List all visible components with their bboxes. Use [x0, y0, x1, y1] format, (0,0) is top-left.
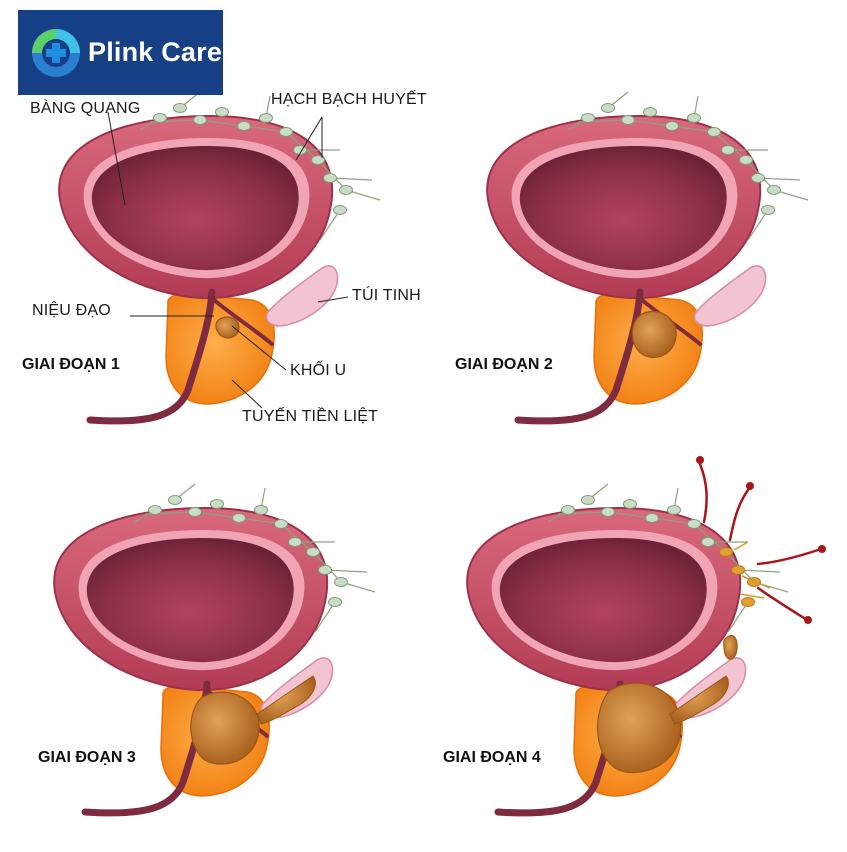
lymph-node — [328, 597, 342, 607]
prostate-gland — [165, 292, 275, 405]
tumor — [190, 691, 260, 765]
lymph-node — [168, 495, 182, 505]
lymph-vessels — [567, 91, 809, 241]
stage-4-label: GIAI ĐOẠN 4 — [443, 749, 541, 766]
arrow-head — [818, 545, 826, 553]
lymph-node — [193, 115, 207, 125]
lymph-node — [687, 113, 701, 123]
metastasis-arrow — [698, 462, 708, 524]
stage-1-panel — [58, 91, 381, 425]
label-leader-lines — [107, 111, 349, 409]
lymph-node — [215, 107, 229, 117]
lymph-node — [721, 145, 735, 155]
lymph-node — [279, 127, 293, 137]
arrow-head — [804, 616, 812, 624]
brand-name: Plink Care — [88, 37, 223, 67]
bladder-cavity — [499, 538, 707, 663]
metastatic-deposit — [723, 634, 738, 660]
brand-logo: Plink Care — [18, 10, 223, 95]
lymph-node — [173, 103, 187, 113]
seminal-vesicle — [265, 265, 339, 327]
label-prostate: TUYẾN TIỀN LIỆT — [242, 408, 379, 425]
urethra — [86, 288, 216, 425]
label-urethra: NIỆU ĐẠO — [32, 302, 111, 319]
tumor-invasion-vesicle — [256, 675, 316, 725]
metastatic-lymph-spread — [733, 541, 771, 599]
metastasis-arrow — [756, 548, 820, 566]
tumor — [596, 682, 682, 774]
lymph-node — [667, 505, 681, 515]
lymph-node — [259, 113, 273, 123]
lymph-node — [581, 113, 595, 123]
bladder-cavity — [519, 146, 727, 271]
lymph-node — [237, 121, 251, 131]
lymph-node — [761, 205, 775, 215]
lymph-node — [601, 507, 615, 517]
lymph-node — [739, 155, 753, 165]
lymph-node — [288, 537, 302, 547]
lymph-node — [232, 513, 246, 523]
lymph-node — [645, 513, 659, 523]
stage-1-label: GIAI ĐOẠN 1 — [22, 356, 120, 373]
lymph-node — [623, 499, 637, 509]
label-bladder: BÀNG QUANG — [30, 100, 141, 117]
arrow-head — [696, 456, 704, 464]
lymph-vessels — [134, 483, 376, 633]
lymph-node — [751, 173, 765, 183]
lymph-node — [601, 103, 615, 113]
lymph-node — [621, 115, 635, 125]
metastasis-arrow — [728, 488, 750, 542]
lymph-node — [188, 507, 202, 517]
tumor — [631, 310, 677, 358]
stage-2-panel — [486, 91, 809, 425]
lymph-node — [643, 107, 657, 117]
bladder-cavity — [91, 146, 299, 271]
lymph-node — [581, 495, 595, 505]
lymph-node — [741, 597, 755, 607]
lymph-node — [687, 519, 701, 529]
label-tumor: KHỐI U — [290, 362, 347, 379]
arrow-head — [746, 482, 754, 490]
label-seminal-vesicle: TÚI TINH — [352, 287, 421, 304]
lymph-vessels — [139, 91, 381, 241]
lymph-node — [719, 547, 733, 557]
lymph-node — [339, 185, 353, 195]
label-lymph-nodes: HẠCH BẠCH HUYẾT — [271, 91, 427, 108]
lymph-node — [334, 577, 348, 587]
tumor — [215, 316, 240, 339]
lymph-node — [306, 547, 320, 557]
lymph-vessels — [547, 483, 789, 633]
lymph-node — [318, 565, 332, 575]
lymph-node — [311, 155, 325, 165]
lymph-node — [707, 127, 721, 137]
lymph-node — [731, 565, 745, 575]
ejaculatory-duct — [212, 298, 274, 346]
stage-3-panel — [53, 483, 376, 817]
stage-3-label: GIAI ĐOẠN 3 — [38, 749, 136, 766]
lymph-node — [767, 185, 781, 195]
seminal-vesicle — [693, 265, 767, 327]
lymph-node — [254, 505, 268, 515]
tumor-invasion-vesicle — [669, 675, 729, 725]
stage-2-label: GIAI ĐOẠN 2 — [455, 356, 553, 373]
lymph-node — [274, 519, 288, 529]
lymph-node — [561, 505, 575, 515]
lymph-node — [210, 499, 224, 509]
lymph-node — [323, 173, 337, 183]
lymph-node — [701, 537, 715, 547]
lymph-node — [153, 113, 167, 123]
lymph-node — [148, 505, 162, 515]
lymph-node — [665, 121, 679, 131]
lymph-node — [333, 205, 347, 215]
medical-cross-icon — [32, 29, 80, 77]
metastasis-arrow — [756, 586, 806, 620]
bladder-cavity — [86, 538, 294, 663]
stage-4-panel — [466, 456, 826, 817]
